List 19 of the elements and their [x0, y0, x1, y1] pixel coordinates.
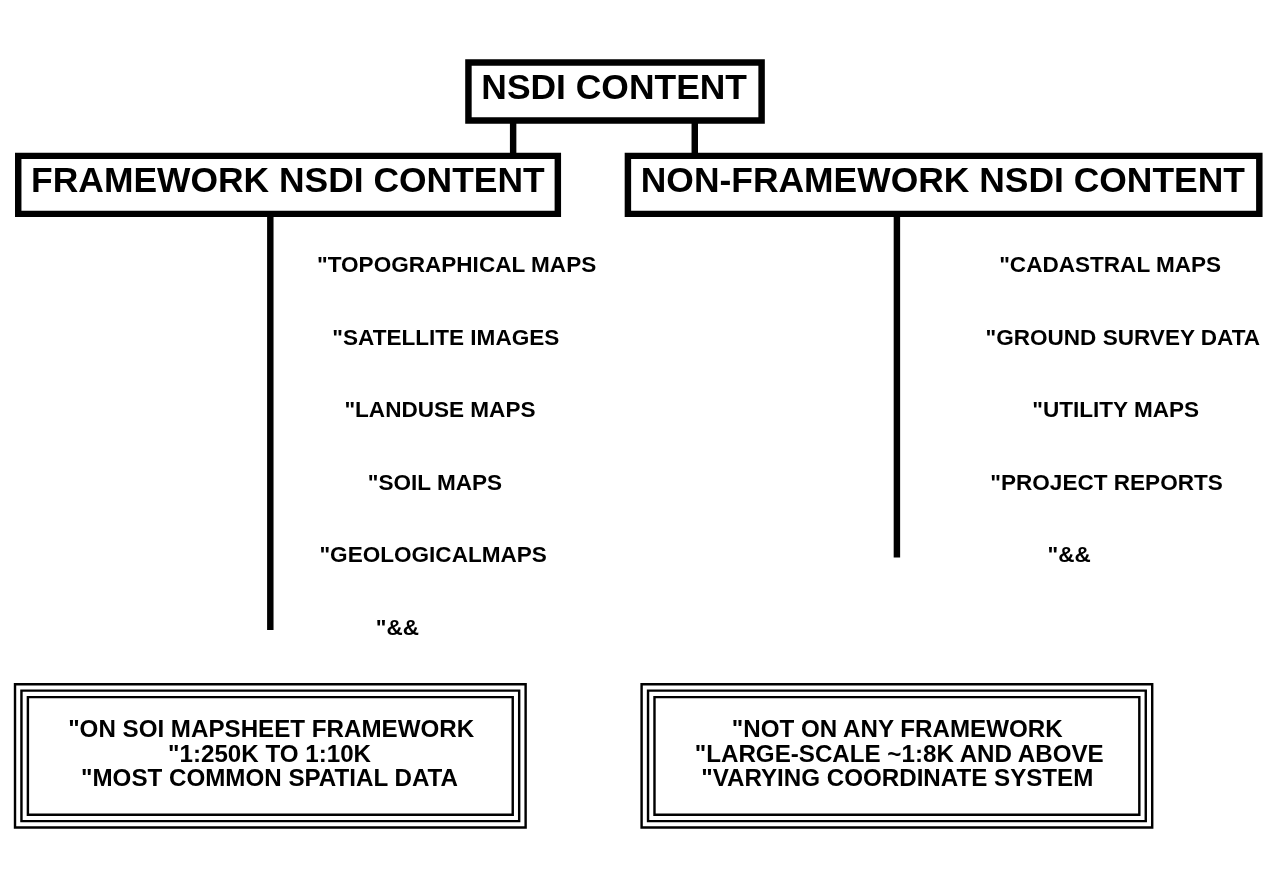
label: "LANDUSE MAPS	[344, 397, 536, 423]
label: "&&	[375, 614, 420, 640]
label: "GROUND SURVEY DATA	[985, 324, 1261, 350]
connector	[893, 214, 901, 558]
connector	[509, 120, 517, 156]
node-box: "ON SOI MAPSHEET FRAMEWORK "1:250K TO 1:10K "MOST COMMON SPATIAL DATA	[13, 683, 527, 829]
connector	[691, 120, 698, 156]
node-box: "NOT ON ANY FRAMEWORK "LARGE-SCALE ~1:8K AND ABOVE "VARYING COORDINATE SYSTEM	[640, 683, 1154, 829]
label: "&&	[1047, 542, 1091, 568]
label: "PROJECT REPORTS	[990, 469, 1223, 495]
label: "UTILITY MAPS	[1032, 397, 1200, 423]
label: "SATELLITE IMAGES	[332, 324, 560, 350]
label: "SOIL MAPS	[367, 469, 503, 495]
label: "GEOLOGICALMAPS	[319, 542, 547, 568]
node-box: NSDI CONTENT	[465, 59, 765, 124]
node-box: FRAMEWORK NSDI CONTENT	[15, 152, 562, 218]
label: "CADASTRAL MAPS	[999, 252, 1222, 278]
label: "TOPOGRAPHICAL MAPS	[317, 252, 597, 278]
node-box: NON-FRAMEWORK NSDI CONTENT	[624, 152, 1263, 218]
